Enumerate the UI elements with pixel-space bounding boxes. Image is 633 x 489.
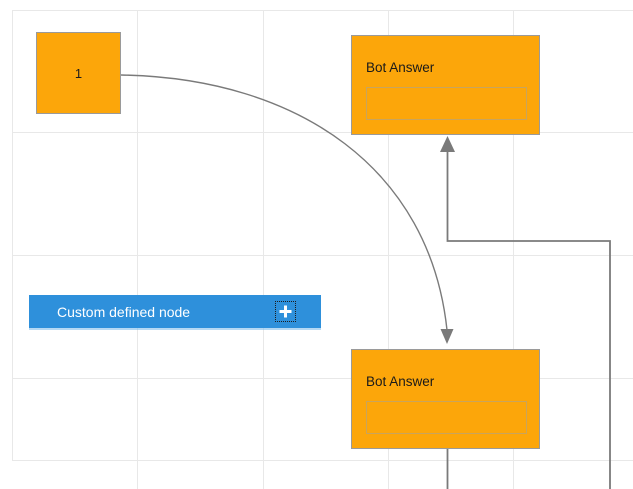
node-bot-answer-bottom-field[interactable] [366,401,527,434]
node-bot-answer-top[interactable]: Bot Answer [351,35,540,135]
node-start-label: 1 [74,65,83,81]
node-bot-answer-top-field[interactable] [366,87,527,120]
node-bot-answer-top-title: Bot Answer [366,60,435,75]
custom-defined-node-label: Custom defined node [57,303,191,320]
custom-defined-node-bar[interactable]: Custom defined node [29,295,321,328]
node-bot-answer-bottom[interactable]: Bot Answer [351,349,540,449]
node-bot-answer-bottom-title: Bot Answer [366,374,435,389]
plus-icon[interactable] [275,301,296,322]
node-start[interactable]: 1 [36,32,121,114]
